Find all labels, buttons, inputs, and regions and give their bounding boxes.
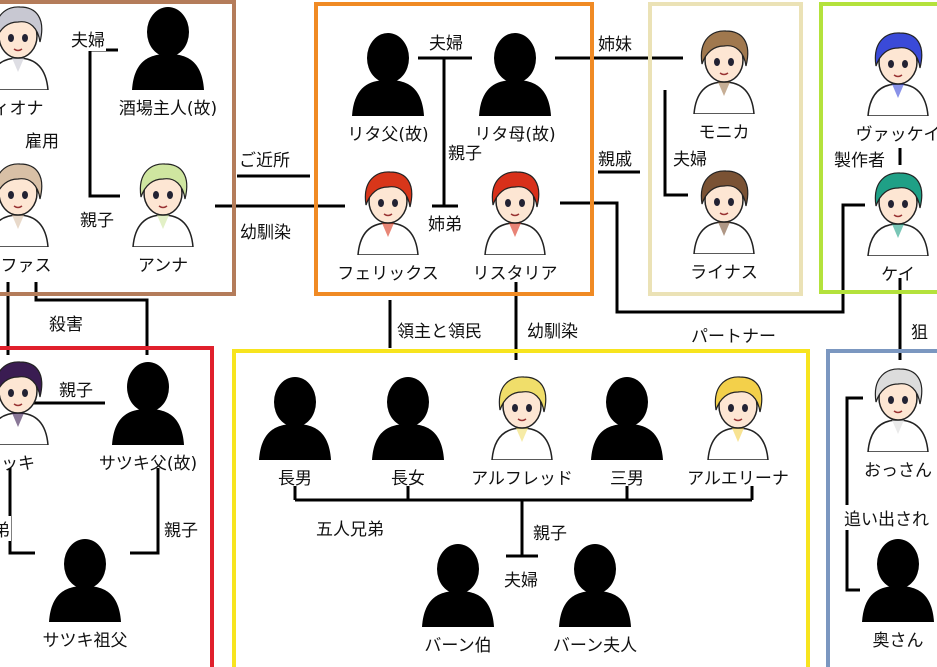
ossan-name: おっさん: [864, 461, 932, 481]
relation-lord-people: 領主と領民: [397, 322, 482, 342]
group-kei: [819, 2, 937, 294]
relation-fiona-tavern: 夫婦: [70, 26, 106, 51]
ossan-portrait-icon: [867, 368, 929, 452]
relation-anna-parent: 親子: [79, 206, 115, 231]
lady-baan-name: バーン夫人: [552, 636, 638, 656]
fiona-name: ィオナ: [0, 99, 44, 119]
satsuki-father-name: サツキ父(故): [98, 454, 198, 474]
vakke-portrait-icon: [867, 32, 929, 116]
silhouette-icon: [479, 33, 551, 116]
connector-line: [845, 396, 863, 592]
silhouette-icon: [132, 7, 204, 90]
third-son-name: 三男: [610, 469, 644, 489]
relation-monica-linus: 夫婦: [672, 145, 708, 170]
silhouette-icon: [372, 377, 444, 460]
silhouette-icon: [862, 539, 934, 622]
relation-sisters: 姉妹: [598, 35, 632, 55]
satsuki-grandfather-name: サツキ祖父: [42, 631, 128, 651]
rufus-portrait-icon: [0, 163, 49, 247]
monica-name: モニカ: [698, 123, 750, 143]
relation-baan-couple: 夫婦: [503, 566, 539, 591]
anna-name: アンナ: [137, 256, 189, 276]
aleena-portrait-icon: [707, 376, 769, 460]
relation-baan-child: 親子: [532, 519, 568, 544]
wife-name: 奥さん: [872, 631, 924, 651]
group-satsuki: [0, 346, 214, 667]
relation-partner: パートナー: [691, 327, 776, 347]
group-ossan: [826, 349, 937, 667]
kei-portrait-icon: [867, 172, 929, 256]
anna-portrait-icon: [132, 163, 194, 247]
felix-portrait-icon: [357, 171, 419, 255]
silhouette-icon: [559, 544, 631, 627]
connector-line: [34, 282, 149, 355]
connector-line: [560, 201, 865, 314]
ristaria-portrait-icon: [484, 171, 546, 255]
fiona-portrait-icon: [0, 6, 49, 90]
felix-name: フェリックス: [337, 264, 439, 284]
lord-baan-name: バーン伯: [424, 636, 492, 656]
relation-satsuki-grand-right: 親子: [163, 516, 199, 541]
relation-rita-parents: 夫婦: [428, 29, 464, 54]
aleena-name: アルエリーナ: [687, 469, 789, 489]
alfred-portrait-icon: [491, 376, 553, 460]
relation-fiona-rufus: 雇用: [24, 127, 60, 152]
relation-satsuki-parent: 親子: [58, 376, 94, 401]
group-tavern: [0, 0, 236, 296]
rufus-name: ーファス: [0, 256, 52, 276]
relation-kinjo: ご近所: [239, 151, 290, 171]
relation-rita-child: 親子: [447, 139, 483, 164]
relation-maker: 製作者: [833, 146, 886, 171]
eldest-son-name: 長男: [278, 469, 312, 489]
relation-five-siblings: 五人兄弟: [315, 515, 385, 540]
linus-portrait-icon: [693, 170, 755, 254]
relation-murder: 殺害: [49, 315, 83, 335]
relation-target: 狙: [911, 323, 928, 343]
connector-line: [130, 468, 160, 555]
ristaria-name: リスタリア: [472, 264, 558, 284]
relation-siblings: 姉弟: [427, 210, 463, 235]
connector-line: [8, 468, 35, 555]
silhouette-icon: [49, 539, 121, 622]
kei-name: ケイ: [881, 265, 915, 285]
silhouette-icon: [112, 362, 184, 445]
relation-expelled: 追い出され: [843, 505, 930, 530]
group-rista: [314, 2, 594, 296]
relation-osananajimi-left: 幼馴染: [240, 223, 291, 243]
tavern-master-name: 酒場主人(故): [118, 99, 218, 119]
rita-father-name: リタ父(故): [347, 125, 429, 145]
relation-relatives: 親戚: [598, 150, 632, 170]
alfred-name: アルフレッド: [471, 469, 573, 489]
silhouette-icon: [591, 377, 663, 460]
relation-satsuki-grand-left: 弟: [0, 516, 11, 541]
connector-line: [88, 50, 120, 198]
silhouette-icon: [352, 33, 424, 116]
relation-osananajimi-center: 幼馴染: [527, 322, 578, 342]
group-monica: [648, 2, 803, 296]
satsuki-name: ッキ: [1, 454, 35, 474]
group-baan: [232, 349, 810, 667]
vakke-name: ヴァッケイ: [855, 125, 937, 145]
eldest-daughter-name: 長女: [391, 469, 425, 489]
rita-mother-name: リタ母(故): [474, 125, 556, 145]
linus-name: ライナス: [690, 263, 758, 283]
satsuki-portrait-icon: [0, 361, 49, 445]
silhouette-icon: [422, 544, 494, 627]
connector-line: [663, 90, 688, 197]
monica-portrait-icon: [693, 30, 755, 114]
silhouette-icon: [259, 377, 331, 460]
